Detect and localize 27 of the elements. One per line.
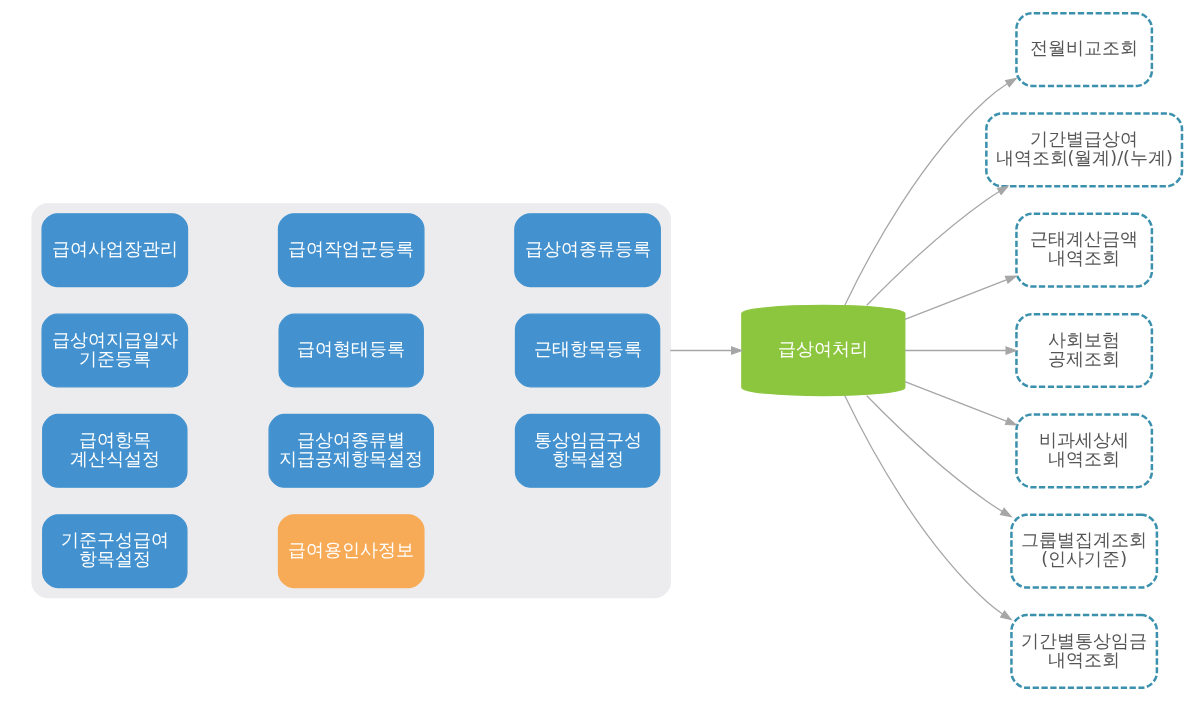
node-box: 전월비교조회: [1014, 11, 1153, 88]
node-box: 급상여종류등록: [513, 213, 661, 288]
node-box: 기간별통상임금 내역조회: [1009, 613, 1158, 690]
cluster: [30, 203, 671, 599]
node-box: 급여사업장관리: [40, 213, 188, 288]
node-box: 급여용인사정보: [277, 514, 425, 589]
node-box: 급상여지급일자 기준등록: [40, 313, 188, 388]
arrow: [903, 275, 1018, 320]
node-box: 급여작업군등록: [277, 213, 425, 288]
node-box: 기간별급상여 내역조회(월계)/(누계): [984, 112, 1183, 188]
node-box: 급상여종류별 지급공제항목설정: [267, 413, 434, 488]
node-box: 비과세상세 내역조회: [1014, 413, 1153, 489]
node-box: 근태항목등록: [514, 313, 660, 388]
node-box: 통상임금구성 항목설정: [514, 413, 660, 488]
arrow: [865, 185, 1010, 306]
node-box: 근태계산금액 내역조회: [1014, 212, 1153, 288]
arrow: [903, 381, 1018, 426]
node-box: 사회보험 공제조회: [1014, 312, 1153, 389]
arrow: [669, 346, 744, 355]
arrow: [843, 395, 1013, 621]
node-box: 급여항목 계산식설정: [41, 413, 188, 488]
arrow: [865, 395, 1013, 518]
arrow: [903, 346, 1018, 355]
node-box: 그룹별집계조회 (인사기준): [1009, 513, 1158, 589]
node-box: 기준구성급여 항목설정: [41, 514, 188, 589]
arrow: [843, 77, 1018, 306]
node-box: 급여형태등록: [277, 313, 424, 388]
